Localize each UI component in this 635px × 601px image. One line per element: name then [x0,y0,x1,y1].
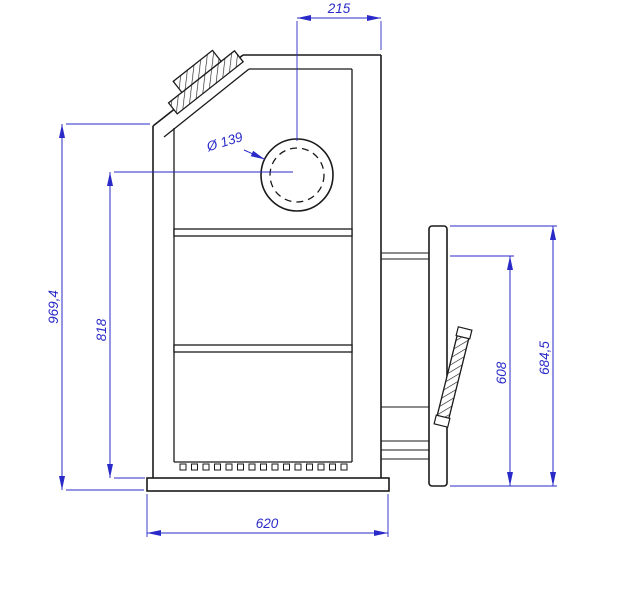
flue-flange-circle [260,138,334,212]
shelf-lower [173,344,353,353]
dim-firebox-height: 818 [94,171,293,479]
interior-shelves [173,228,353,353]
chimney-stub [167,49,245,115]
dim-door-height: 684,5 [450,225,557,486]
perforation-strip [179,463,348,471]
dim-base-width: 620 [146,494,389,537]
dim-top-width: 215 [296,1,382,141]
base-plate-rect [146,477,390,492]
flue-bore-circle [269,147,325,203]
dimension-label-total-height: 969,4 [46,290,61,324]
door-handle-top-cap [455,326,473,340]
door-handle [433,326,473,428]
chimney-stub-cap [172,49,223,94]
dimension-label-flue-diameter: Ø 139 [204,129,245,155]
stove-body [152,54,382,478]
leader-line [243,149,265,160]
dimension-label-door-opening-height: 608 [494,361,509,384]
dim-total-height: 969,4 [46,123,150,491]
roof-inner-slant [163,68,250,138]
dimension-label-door-height: 684,5 [537,341,552,375]
dimension-label-firebox-height: 818 [94,318,109,341]
flue-outlet [260,138,334,212]
dim-flue-diameter: Ø 139 [204,129,265,160]
dimension-label-base-width: 620 [256,516,279,531]
door-panel [428,225,448,487]
dim-door-opening-height: 608 [450,255,557,487]
dimension-annotations: 215 Ø 139 969,4 818 608 [46,1,557,537]
shelf-upper [173,228,353,237]
door-assembly [381,225,473,487]
dimension-label-top-width: 215 [327,1,351,16]
base-plate [146,477,390,492]
door-handle-bottom-cap [433,414,451,428]
